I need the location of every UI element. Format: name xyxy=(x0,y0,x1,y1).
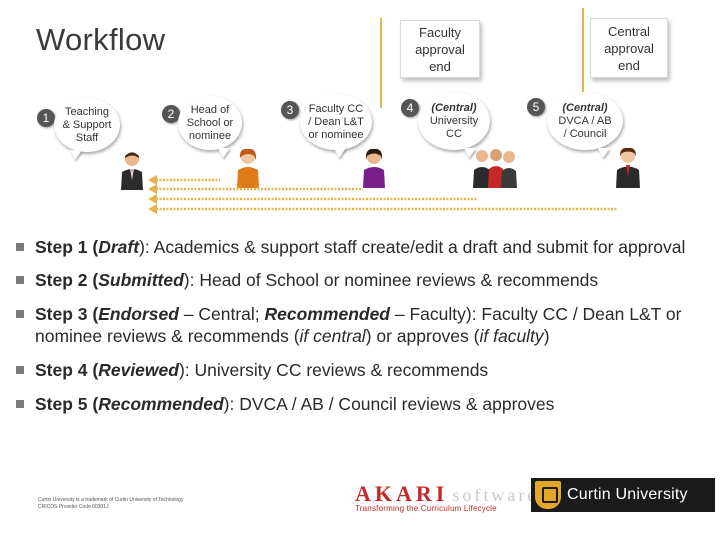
akari-wordmark: AKARI xyxy=(355,481,449,506)
role-line: Teaching xyxy=(64,105,110,118)
step-4-description: Step 4 (Reviewed): University CC reviews… xyxy=(16,359,706,381)
role-line: University xyxy=(429,114,479,127)
step-text: – Central; xyxy=(178,304,265,324)
role-line: School or xyxy=(186,116,234,129)
step-lead: Step 4 ( xyxy=(35,360,99,380)
footer-legal-line: Curtin University is a trademark of Curt… xyxy=(38,497,184,503)
curtin-logo: Curtin University xyxy=(531,478,715,512)
arrowhead xyxy=(148,194,157,204)
step-text: – Faculty): Faculty CC / Dean L&T or nom… xyxy=(35,304,682,346)
footer-legal-line: CRICOS Provider Code 00301J xyxy=(38,504,109,510)
state-name: Recommended xyxy=(264,304,390,324)
akari-tagline: Transforming the Curriculum Lifecycle xyxy=(355,504,497,513)
step-1-description: Step 1 (Draft): Academics & support staf… xyxy=(16,236,706,258)
state-name: Reviewed xyxy=(98,360,179,380)
step-lead: Step 5 ( xyxy=(35,394,99,414)
central-tag: (Central) xyxy=(431,101,477,114)
step-number-1: 1 xyxy=(37,109,55,127)
central-approval-end-label: Central approval end xyxy=(604,23,654,73)
central-end-connector xyxy=(582,8,584,108)
state-name: Draft xyxy=(98,237,140,257)
staff-person-icon xyxy=(121,152,143,190)
callout-tail xyxy=(218,148,230,158)
curtin-wordmark: Curtin University xyxy=(567,486,688,503)
step-text: ) xyxy=(543,326,550,346)
page-title: Workflow xyxy=(36,22,166,57)
head-of-school-person-icon xyxy=(237,148,259,188)
condition-text: if faculty xyxy=(479,326,544,346)
condition-text: if central xyxy=(299,326,366,346)
step-number-3: 3 xyxy=(281,101,299,119)
role-line: & Support xyxy=(62,118,112,131)
step-text: ): Head of School or nominee reviews & r… xyxy=(183,270,599,290)
role-line: CC xyxy=(446,127,462,140)
step-5-description: Step 5 (Recommended): DVCA / AB / Counci… xyxy=(16,393,706,415)
faculty-end-connector xyxy=(380,18,382,108)
step-lead: Step 1 ( xyxy=(35,237,99,257)
state-name: Recommended xyxy=(98,394,224,414)
faculty-approval-end-label: Faculty approval end xyxy=(415,24,465,74)
step-lead: Step 3 ( xyxy=(35,304,99,324)
arrowhead xyxy=(148,204,157,214)
callout-tail xyxy=(598,148,610,158)
step-lead: Step 2 ( xyxy=(35,270,99,290)
step-text: ): DVCA / AB / Council reviews & approve… xyxy=(223,394,555,414)
state-name: Submitted xyxy=(98,270,184,290)
step-number-4: 4 xyxy=(401,99,419,117)
footer-legal: Curtin University is a trademark of Curt… xyxy=(38,497,184,511)
role-line: Head of xyxy=(190,103,230,116)
role-line: / Dean L&T xyxy=(308,115,364,128)
step-text: ) or approves ( xyxy=(365,326,480,346)
bullet-square-icon xyxy=(16,243,24,251)
step-description-list: Step 1 (Draft): Academics & support staf… xyxy=(16,236,706,427)
callout-tail xyxy=(334,148,346,158)
callout-tail xyxy=(464,148,476,158)
bullet-square-icon xyxy=(16,400,24,408)
role-line: DVCA / AB xyxy=(558,114,612,127)
role-callout-1: Teaching & Support Staff xyxy=(54,98,120,152)
arrowhead xyxy=(148,184,157,194)
step-text: ): University CC reviews & recommends xyxy=(178,360,489,380)
step-number-5: 5 xyxy=(527,98,545,116)
role-line: Faculty CC xyxy=(308,102,364,115)
role-callout-2: Head of School or nominee xyxy=(178,96,242,150)
faculty-cc-person-icon xyxy=(363,148,385,188)
central-approval-end-callout: Central approval end xyxy=(590,18,668,78)
role-line: or nominee xyxy=(308,128,364,141)
council-person-icon xyxy=(616,147,640,188)
bullet-square-icon xyxy=(16,310,24,318)
faculty-approval-end-callout: Faculty approval end xyxy=(400,20,480,78)
university-cc-group-icon xyxy=(473,149,517,188)
akari-software-text: software xyxy=(452,485,539,505)
central-tag: (Central) xyxy=(562,101,608,114)
bullet-square-icon xyxy=(16,366,24,374)
step-number-2: 2 xyxy=(162,105,180,123)
state-name: Endorsed xyxy=(98,304,179,324)
step-3-description: Step 3 (Endorsed – Central; Recommended … xyxy=(16,303,706,347)
return-arrows xyxy=(148,175,618,214)
role-callout-4: (Central) University CC xyxy=(418,92,490,150)
arrowhead xyxy=(148,175,157,185)
role-line: Staff xyxy=(75,131,99,144)
callout-tail xyxy=(70,150,82,160)
role-callout-3: Faculty CC / Dean L&T or nominee xyxy=(300,94,372,150)
role-line: nominee xyxy=(188,129,232,142)
bullet-square-icon xyxy=(16,276,24,284)
step-text: ): Academics & support staff create/edit… xyxy=(139,237,686,257)
step-2-description: Step 2 (Submitted): Head of School or no… xyxy=(16,269,706,291)
role-line: / Council xyxy=(563,127,607,140)
role-callout-5: (Central) DVCA / AB / Council xyxy=(547,92,623,150)
curtin-crest-icon xyxy=(535,481,561,509)
